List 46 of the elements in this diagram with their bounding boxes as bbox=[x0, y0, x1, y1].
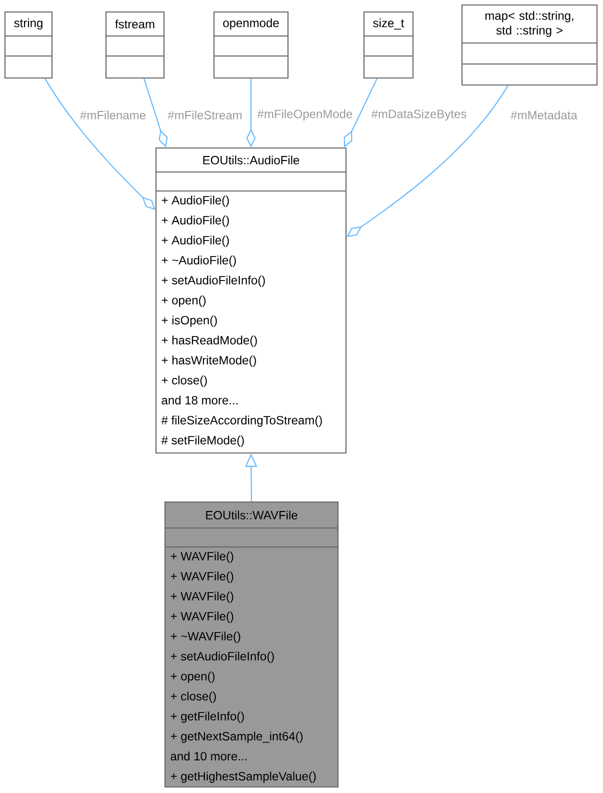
class-box bbox=[105, 11, 165, 79]
member-name: + AudioFile() bbox=[162, 196, 229, 207]
member-name: + WAVFile() bbox=[170, 612, 234, 623]
member-name: + open() bbox=[170, 672, 215, 683]
member-name: + WAVFile() bbox=[170, 592, 234, 603]
edge-label: #mFileStream bbox=[166, 109, 244, 121]
class-name: openmode bbox=[223, 18, 279, 30]
member-name: # fileSizeAccordingToStream() bbox=[161, 416, 322, 427]
member-name: + setAudioFileInfo() bbox=[162, 276, 265, 287]
class-box bbox=[461, 4, 598, 86]
edge-label: #mFilename bbox=[78, 109, 148, 121]
member-name: # setFileMode() bbox=[161, 436, 244, 447]
class-name: map< std::string, std ::string > bbox=[485, 11, 574, 37]
class-box bbox=[363, 11, 414, 79]
edge-label: #mFileOpenMode bbox=[256, 108, 354, 122]
class-box bbox=[155, 147, 347, 454]
member-name: + ~AudioFile() bbox=[162, 256, 236, 267]
class-name: EOUtils::AudioFile bbox=[203, 156, 300, 164]
member-name: + close() bbox=[162, 376, 207, 387]
member-name: + getNextSample_int64() bbox=[170, 732, 303, 743]
edge-label: #mDataSizeBytes bbox=[370, 108, 468, 122]
edge-label: #mMetadata bbox=[509, 109, 579, 121]
class-box bbox=[164, 501, 339, 788]
member-name: + isOpen() bbox=[162, 316, 217, 327]
member-name: + WAVFile() bbox=[170, 552, 234, 563]
member-name: + open() bbox=[162, 296, 206, 307]
connector bbox=[346, 85, 508, 237]
member-name: + hasReadMode() bbox=[162, 336, 257, 347]
class-name: string bbox=[14, 18, 42, 30]
class-name: size_t bbox=[373, 18, 404, 30]
member-name: and 10 more... bbox=[170, 752, 247, 760]
member-name: + WAVFile() bbox=[170, 572, 234, 583]
class-box bbox=[4, 11, 53, 79]
member-name: + setAudioFileInfo() bbox=[170, 652, 274, 663]
connector bbox=[44, 78, 156, 210]
member-name: + hasWriteMode() bbox=[162, 356, 256, 367]
member-name: + getHighestSampleValue() bbox=[170, 772, 316, 783]
class-name: fstream bbox=[115, 20, 154, 28]
member-name: + AudioFile() bbox=[162, 236, 229, 247]
member-name: + AudioFile() bbox=[162, 216, 229, 227]
class-name: EOUtils::WAVFile bbox=[206, 510, 298, 520]
member-name: + getFileInfo() bbox=[170, 712, 244, 723]
member-name: + ~WAVFile() bbox=[170, 632, 240, 643]
class-box bbox=[213, 11, 289, 79]
member-name: + close() bbox=[170, 692, 216, 703]
member-name: and 18 more... bbox=[162, 396, 238, 404]
